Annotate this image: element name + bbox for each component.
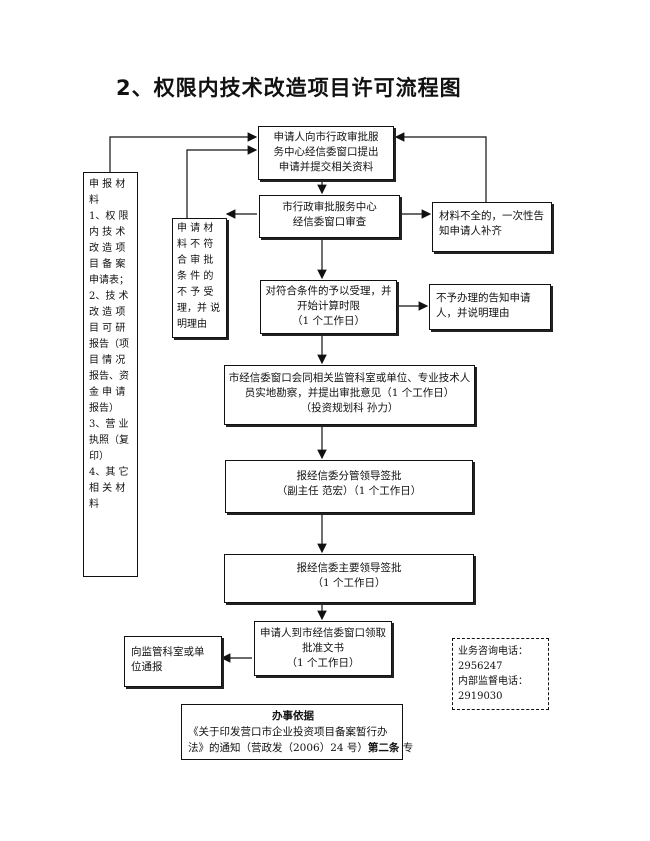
basis-article: 第二条 — [367, 742, 400, 754]
arrow-reject-to-apply — [186, 145, 258, 218]
basis-line-2-post: 专 — [399, 742, 414, 754]
node-survey: 市经信委窗口会同相关监管科室或单位、专业技术人 员实地勘察，并提出审批意见（1 … — [224, 365, 475, 425]
basis-line-1: 《关于印发营口市企业投资项目备案暂行办 — [188, 726, 388, 738]
arrow-materials-to-apply — [109, 132, 258, 172]
node-accept: 对符合条件的予以受理，并 开始计算时限 （1 个工作日） — [260, 280, 397, 334]
node-apply: 申请人向市行政审批服 务中心经信委窗口提出 申请并提交相关资料 — [258, 126, 394, 180]
arrow-incomplete-to-apply — [394, 132, 487, 202]
node-not-handled: 不予办理的告知申请 人，并说明理由 — [429, 284, 551, 330]
node-collect: 申请人到市经信委窗口领取 批准文书 （1 个工作日） — [254, 621, 392, 676]
node-incomplete: 材料不全的，一次性告 知申请人补齐 — [432, 202, 552, 252]
page-title: 2、权限内技术改造项目许可流程图 — [116, 76, 462, 100]
basis-heading: 办事依据 — [272, 710, 314, 722]
basis-line-2: 法》的通知（营政发（2006）24 号）第二条 专 — [188, 740, 413, 756]
node-review: 市行政审批服务中心 经信委窗口审查 — [259, 195, 400, 238]
node-materials: 申 报 材 料 1、权 限 内 技 术 改 造 项 目 备 案 申请表； 2、技… — [83, 172, 138, 577]
basis-line-2-pre: 法》的通知（营政发（2006）24 号） — [188, 742, 368, 754]
node-notify: 向监管科室或单 位通报 — [124, 636, 222, 687]
node-deputy-sign: 报经信委分管领导签批 （副主任 范宏）（1 个工作日） — [225, 460, 473, 513]
contact-info: 业务咨询电话： 2956247 内部监督电话： 2919030 — [452, 638, 549, 710]
node-reject-left: 申 请 材 料 不 符 合 审 批 条 件 的 不 予 受 理，并 说 明理由 — [172, 218, 227, 338]
node-chief-sign: 报经信委主要领导签批 （1 个工作日） — [224, 554, 474, 603]
basis-box: 办事依据 《关于印发营口市企业投资项目备案暂行办 法》的通知（营政发（2006）… — [181, 704, 413, 760]
